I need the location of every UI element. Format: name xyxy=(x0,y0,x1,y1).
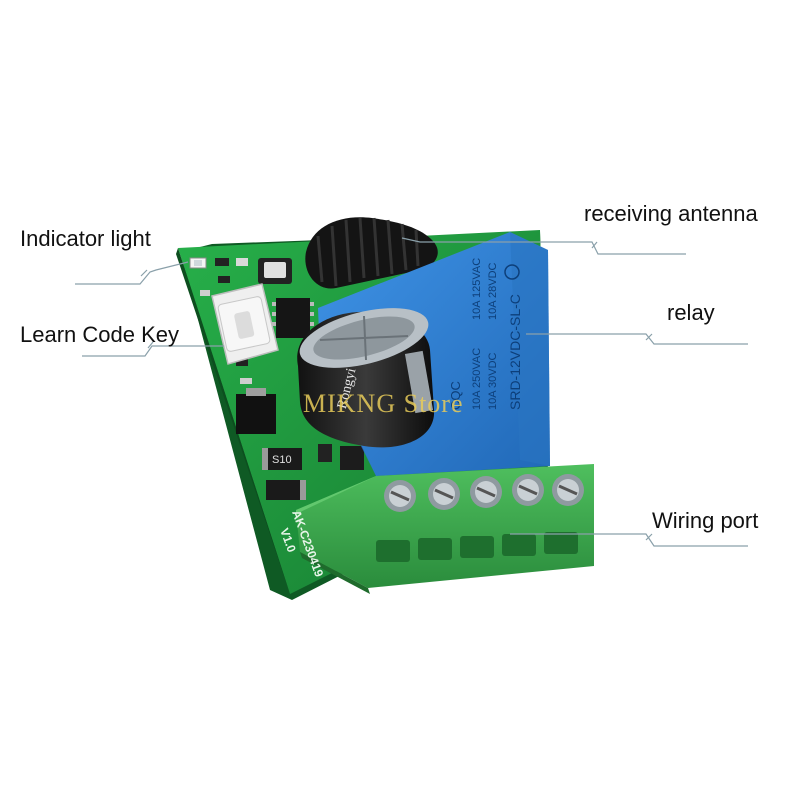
wiring-terminal-block xyxy=(296,464,594,594)
callout-indicator-light xyxy=(75,261,189,285)
label-receiving-antenna: receiving antenna xyxy=(584,201,758,226)
callout-learn-code-key xyxy=(82,341,224,357)
smd-diode xyxy=(266,480,306,500)
crystal-component xyxy=(258,258,292,284)
label-relay: relay xyxy=(667,300,715,325)
ic-chip xyxy=(272,298,314,338)
callout-lines xyxy=(75,237,748,547)
learn-code-key xyxy=(211,283,279,365)
indicator-led xyxy=(189,257,207,269)
screw-icon xyxy=(470,476,502,508)
label-wiring-port: Wiring port xyxy=(652,508,759,533)
relay-rating-2: 10A 30VDC xyxy=(487,352,499,410)
diode-marking: S10 xyxy=(272,454,292,466)
callout-receiving-antenna xyxy=(401,237,686,255)
callout-wiring-port xyxy=(510,533,748,547)
relay-rating-1: 10A 250VAC xyxy=(471,348,483,410)
relay-brand: CQC xyxy=(448,381,463,410)
transistor xyxy=(318,444,364,470)
relay-model: SRD-12VDC-SL-C xyxy=(507,294,523,410)
label-indicator-light: Indicator light xyxy=(20,226,151,251)
label-learn-code-key: Learn Code Key xyxy=(20,322,179,347)
screw-icon xyxy=(552,474,584,506)
electrolytic-capacitor: Rongyi xyxy=(297,308,435,448)
terminal-screws xyxy=(384,474,584,512)
screw-icon xyxy=(428,478,460,510)
callout-relay xyxy=(526,333,748,345)
diode-s10: S10 xyxy=(262,448,302,470)
receiving-antenna xyxy=(305,217,438,289)
screw-icon xyxy=(384,480,416,512)
relay-rating-3: 10A 125VAC xyxy=(471,258,483,320)
voltage-regulator xyxy=(236,388,276,434)
screw-icon xyxy=(512,474,544,506)
relay-rating-4: 10A 28VDC xyxy=(487,262,499,320)
terminal-wire-slots xyxy=(376,532,578,562)
store-watermark: MIKNG Store xyxy=(303,389,464,418)
